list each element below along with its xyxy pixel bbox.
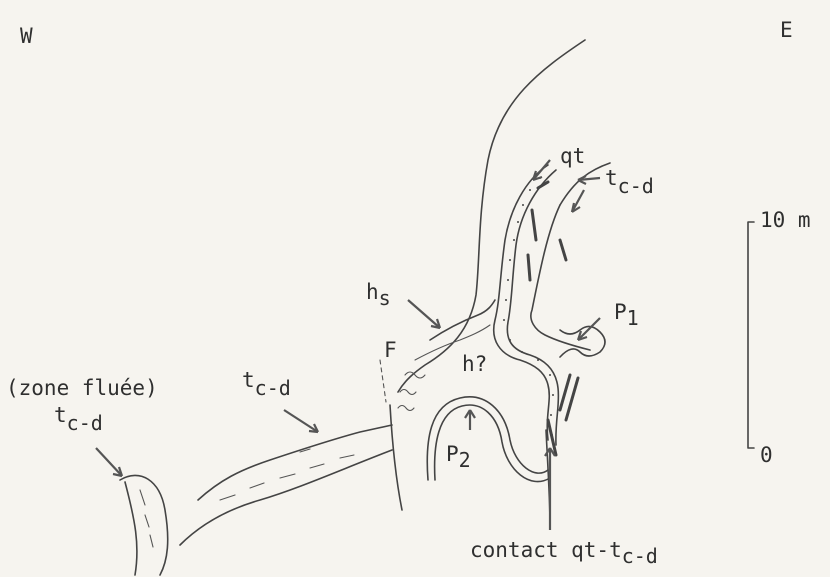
fault-dashes	[380, 360, 386, 402]
p2-sub: 2	[459, 448, 471, 472]
t-cd-left-main: t	[54, 403, 67, 427]
zone-fluee-label: (zone fluée)	[6, 378, 158, 399]
hs-label: hs	[366, 282, 391, 303]
t-cd-left-label: tc-d	[54, 405, 103, 426]
contact-label: contact qt-tc-d	[470, 540, 658, 561]
t-cd-top-main: t	[605, 166, 618, 190]
t-cd-top-sub: c-d	[618, 174, 654, 198]
qt-label: qt	[560, 146, 585, 167]
t-cd-mid-main: t	[242, 368, 255, 392]
left-zone-strokes	[140, 490, 153, 547]
p2-main: P	[446, 442, 459, 466]
east-label: E	[780, 20, 793, 41]
hs-main: h	[366, 280, 379, 304]
p1-label: P1	[614, 302, 639, 323]
fault-label: F	[384, 340, 397, 361]
t-cd-mid-sub: c-d	[255, 376, 291, 400]
middle-band-lower	[180, 450, 392, 545]
hs-fold-upper	[430, 300, 495, 340]
h-query-label: h?	[462, 354, 487, 375]
p1-sub: 1	[627, 306, 639, 330]
contact-sub: c-d	[622, 544, 658, 568]
fault-line	[390, 405, 402, 510]
p2-fold-outer	[427, 397, 548, 480]
p1-main: P	[614, 300, 627, 324]
t-cd-left-sub: c-d	[67, 411, 103, 435]
middle-band-strokes	[220, 449, 354, 500]
scale-bar	[748, 222, 754, 448]
hs-crinkles	[398, 372, 425, 411]
scale-top-label: 10 m	[760, 210, 811, 231]
t-cd-mid-label: tc-d	[242, 370, 291, 391]
left-zone-inner	[125, 482, 137, 575]
qt-band-outer	[494, 165, 550, 440]
outer-boundary-east	[398, 40, 585, 392]
hs-sub: s	[379, 286, 391, 310]
west-label: W	[20, 26, 33, 47]
contact-main: contact qt-t	[470, 538, 622, 562]
t-cd-top-label: tc-d	[605, 168, 654, 189]
p1-strokes	[548, 375, 578, 455]
p2-label: P2	[446, 444, 471, 465]
p1-fold	[560, 326, 605, 357]
scale-bottom-label: 0	[760, 445, 773, 466]
